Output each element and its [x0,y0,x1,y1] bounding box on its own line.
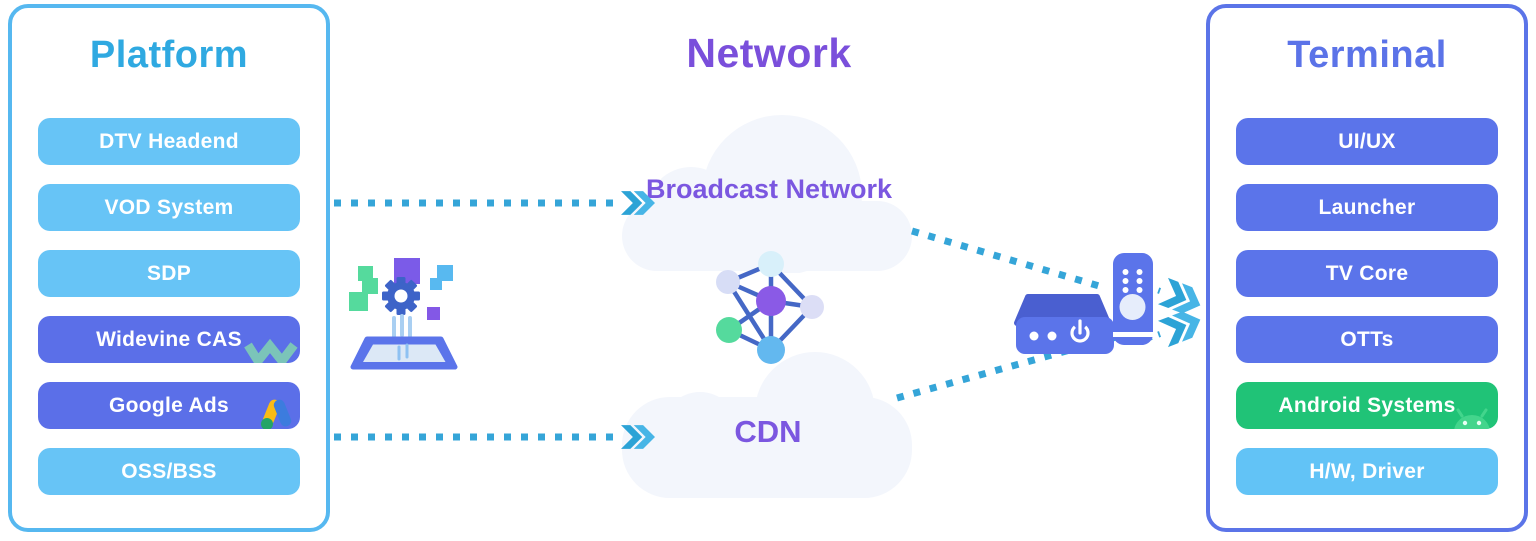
item-label: VOD System [104,195,234,219]
platform-item-widevine-cas: Widevine CAS [38,316,300,363]
network-title: Network [686,30,852,76]
terminal-item-tv-core: TV Core [1236,250,1498,297]
platform-title: Platform [89,34,249,76]
terminal-item-otts: OTTs [1236,316,1498,363]
android-robot-icon [1449,408,1495,429]
terminal-item-h-w-driver: H/W, Driver [1236,448,1498,495]
google-ads-logo-icon [259,398,295,429]
item-label: Launcher [1318,195,1416,219]
broadcast-network-cloud: Broadcast Network [615,113,923,273]
platform-panel: Platform DTV Headend VOD System SDP Wide… [8,4,330,532]
gear-icon [382,277,420,315]
widevine-logo-icon [243,338,299,363]
platform-item-sdp: SDP [38,250,300,297]
terminal-item-launcher: Launcher [1236,184,1498,231]
item-label: Android Systems [1278,393,1456,417]
network-nodes-icon [716,251,824,364]
remote-control-icon [1113,253,1153,345]
platform-item-oss-bss: OSS/BSS [38,448,300,495]
terminal-panel: Terminal UI/UX Launcher TV Core OTTs And… [1206,4,1528,532]
item-label: TV Core [1325,261,1409,285]
item-label: SDP [146,261,192,285]
item-label: Widevine CAS [96,327,242,351]
terminal-item-ui-ux: UI/UX [1236,118,1498,165]
item-label: Google Ads [108,393,230,417]
platform-item-dtv-headend: DTV Headend [38,118,300,165]
item-label: H/W, Driver [1309,459,1425,483]
item-label: OTTs [1340,327,1394,351]
terminal-title: Terminal [1287,34,1447,76]
cloud-shape [622,352,912,498]
platform-item-vod-system: VOD System [38,184,300,231]
tablet-gear-icon [349,258,458,370]
item-label: OSS/BSS [121,459,217,483]
platform-item-google-ads: Google Ads [38,382,300,429]
cloud-shape [622,115,912,273]
broadcast-network-label: Broadcast Network [645,174,893,204]
cdn-cloud: CDN [612,350,924,500]
settop-box-icon [1014,253,1153,354]
item-label: UI/UX [1338,129,1396,153]
terminal-item-android-systems: Android Systems [1236,382,1498,429]
cdn-label: CDN [734,414,802,449]
item-label: DTV Headend [99,129,239,153]
platform-items: DTV Headend VOD System SDP Widevine CAS … [38,118,300,514]
terminal-items: UI/UX Launcher TV Core OTTs Android Syst… [1236,118,1498,514]
